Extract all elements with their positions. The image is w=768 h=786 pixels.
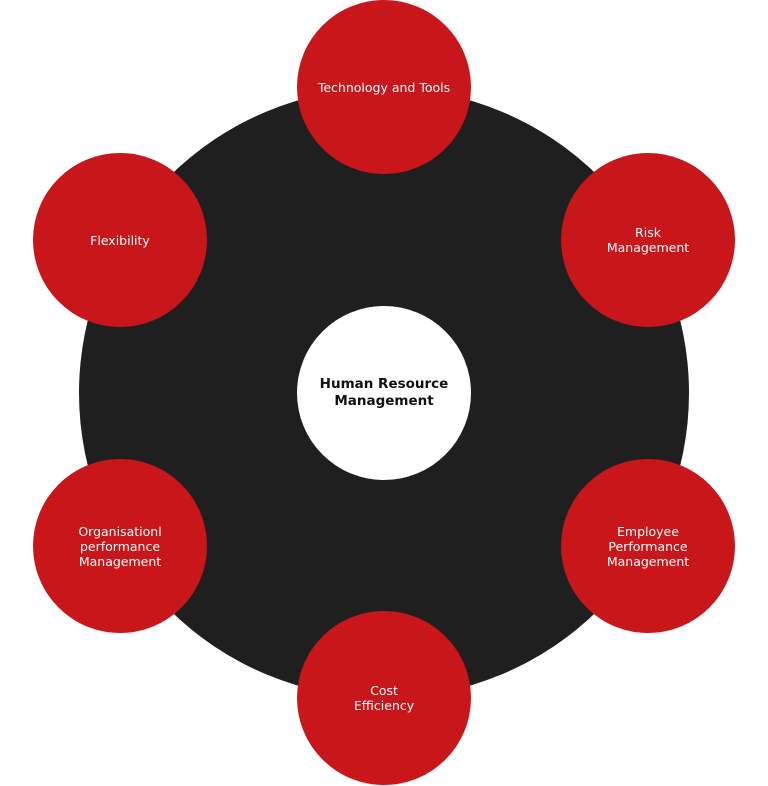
- center-label: Human Resource Management: [319, 376, 449, 409]
- node-label: Cost Efficiency: [353, 683, 415, 713]
- node-risk-management: Risk Management: [561, 153, 735, 327]
- node-label: Risk Management: [606, 225, 690, 255]
- node-employee-performance-management: Employee Performance Management: [561, 459, 735, 633]
- node-cost-efficiency: Cost Efficiency: [297, 611, 471, 785]
- node-label: Flexibility: [90, 232, 150, 248]
- node-label: Employee Performance Management: [606, 523, 690, 569]
- node-organisational-performance-management: Organisationl performance Management: [33, 459, 207, 633]
- node-flexibility: Flexibility: [33, 153, 207, 327]
- center-node: Human Resource Management: [297, 306, 471, 480]
- node-label: Technology and Tools: [317, 79, 451, 95]
- node-label: Organisationl performance Management: [78, 523, 162, 569]
- node-technology-and-tools: Technology and Tools: [297, 0, 471, 174]
